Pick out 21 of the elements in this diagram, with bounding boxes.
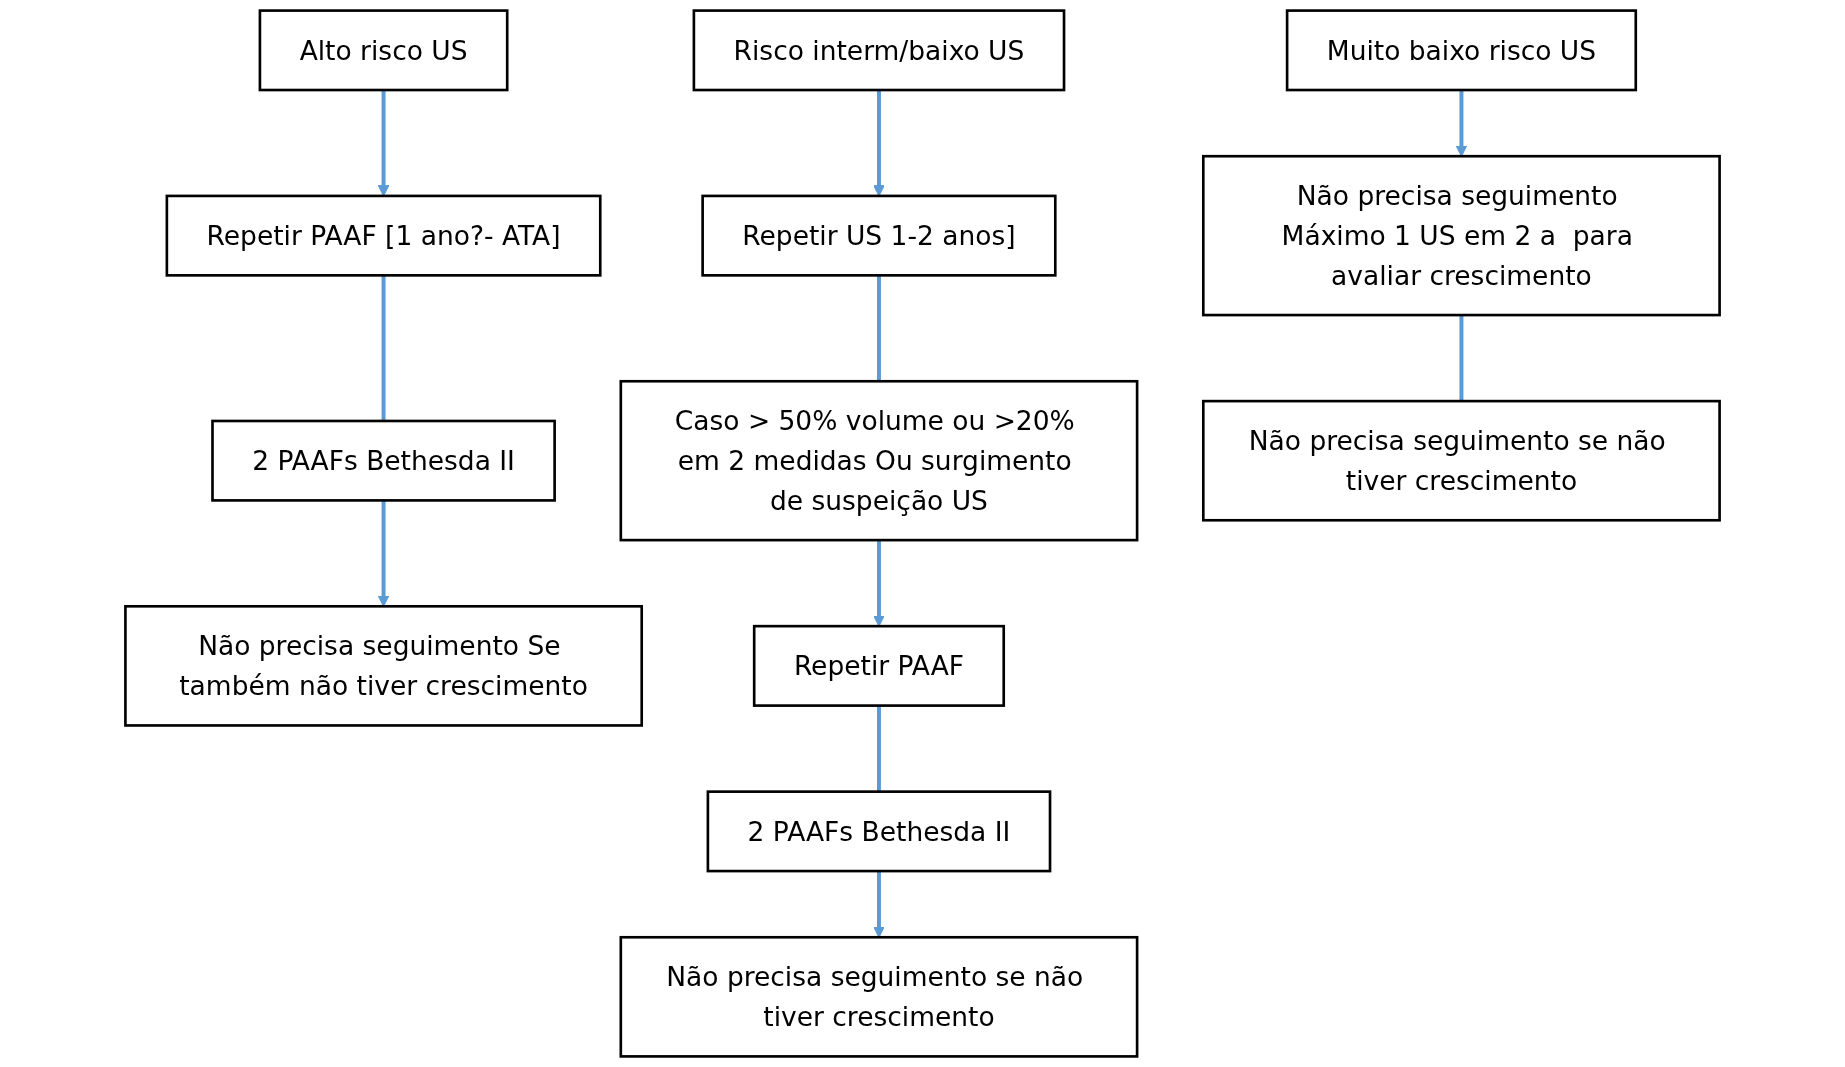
node-box: Não precisa seguimento se não tiver crescimento xyxy=(1201,399,1721,522)
connector xyxy=(876,705,881,792)
node-box: 2 PAAFs Bethesda II xyxy=(706,790,1052,873)
arrow xyxy=(1455,90,1468,157)
connector xyxy=(876,275,881,382)
node-box: Alto risco US xyxy=(258,9,509,92)
connector xyxy=(381,275,386,421)
arrow xyxy=(873,871,885,938)
node-box: Risco interm/baixo US xyxy=(692,9,1066,92)
node-box: Repetir PAAF [1 ano?- ATA] xyxy=(165,194,602,277)
node-box: Caso > 50% volume ou >20% em 2 medidas Ou surgimento de suspeição US xyxy=(619,379,1139,542)
node-box: Não precisa seguimento se não tiver crescimento xyxy=(619,935,1139,1058)
node-box: Repetir PAAF xyxy=(752,624,1006,707)
arrow xyxy=(377,500,390,607)
node-box: 2 PAAFs Bethesda II xyxy=(211,419,556,502)
arrow xyxy=(873,540,885,627)
node-box: Repetir US 1-2 anos] xyxy=(701,194,1057,277)
node-box: Não precisa seguimento Se também não tiver crescimento xyxy=(124,605,644,727)
node-box: Muito baixo risco US xyxy=(1285,9,1638,92)
node-box: Não precisa seguimento Máximo 1 US em 2 a para avaliar crescimento xyxy=(1201,154,1721,317)
connector xyxy=(1459,315,1464,402)
